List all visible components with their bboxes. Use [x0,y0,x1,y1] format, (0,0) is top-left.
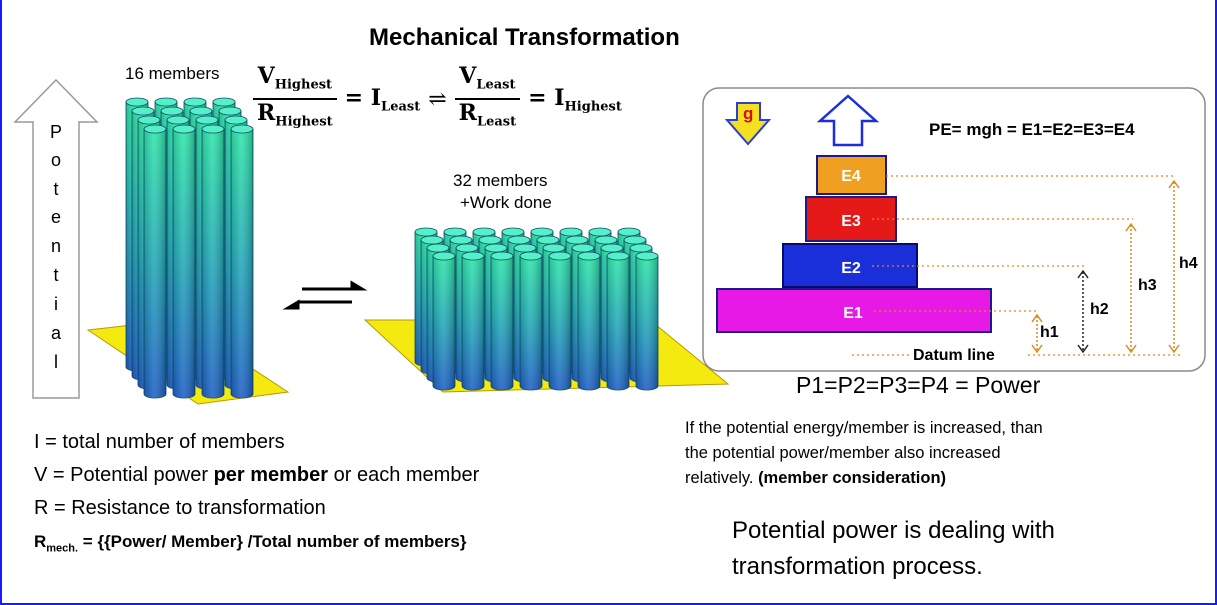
cylinder [172,124,196,399]
potential-letter: t [53,265,59,285]
eq-den2-sub: Least [476,114,517,130]
potential-letter: a [50,323,61,343]
left-cylinder-stack [125,97,254,399]
right-stack-label-line1: 32 members [453,171,548,190]
cylinder [143,124,167,399]
right-cylinder-stack [414,227,659,391]
potential-letter: o [50,150,61,170]
potential-letter: t [53,179,59,199]
equilibrium-arrows-icon [282,280,368,310]
height-leader-lines [852,175,1180,356]
potential-letter: l [54,352,58,372]
height-label-h4: h4 [1179,255,1198,272]
definition-rmech: Rmech. = {{Power/ Member} /Total number … [34,532,467,554]
height-label-h3: h3 [1138,277,1157,294]
potential-letter: e [50,207,61,227]
cylinder [577,251,601,391]
conclusion-line1: Potential power is dealing with [732,517,1055,544]
power-note-line3-plain: relatively. [685,469,759,487]
definition-v: V = Potential power per member or each m… [34,464,479,487]
cylinder [490,251,514,391]
fraction-highest: VHighest RHighest [253,63,337,136]
power-note-line3-bold: (member consideration) [758,469,947,487]
definition-v-post: or each member [328,464,480,486]
potential-letter: i [54,294,58,314]
gravity-label: g [743,104,754,123]
eq-num2-sub: Least [476,77,516,93]
level-label-e3: E3 [841,213,861,230]
eq-den1-sub: Highest [275,114,333,130]
cylinder [548,251,572,391]
power-note-line3: relatively. (member consideration) [685,469,946,488]
cylinder [230,124,254,399]
definition-rmech-sub: mech. [46,542,79,555]
datum-line-label: Datum line [913,347,995,364]
pe-formula: PE= mgh = E1=E2=E3=E4 [929,120,1135,139]
eq-den2: R [458,100,477,127]
page-title: Mechanical Transformation [369,24,680,51]
cylinder [461,251,485,391]
power-equation: P1=P2=P3=P4 = Power [796,372,1041,398]
definition-rmech-rest: = {{Power/ Member} /Total number of memb… [78,532,467,551]
eq-result2-sub: Highest [564,99,622,115]
eq-num1: V [257,63,275,89]
eq-result2: = I [528,84,565,111]
right-stack-label-line2: +Work done [460,193,552,212]
eq-equilibrium-arrow: ⇌ [428,86,447,112]
resistance-equation: VHighest RHighest = ILeast ⇌ VLeast RLea… [253,63,622,136]
potential-letter: P [49,122,62,142]
level-label-e1: E1 [843,305,863,322]
level-box-e3 [805,196,897,242]
upward-arrow-icon [816,94,880,147]
definition-r: R = Resistance to transformation [34,497,326,519]
left-stack-label: 16 members [125,64,220,83]
eq-num1-sub: Highest [274,77,333,93]
eq-den1: R [257,100,276,127]
potential-arrow-shape [13,78,99,399]
height-label-h2: h2 [1090,301,1109,318]
potential-letter: n [50,236,61,256]
eq-result1-sub: Least [381,99,421,115]
level-box-e4 [816,155,887,195]
definition-rmech-r: R [34,532,47,551]
conclusion-line2: transformation process. [732,553,983,580]
power-note-line2: the potential power/member also increase… [685,444,1001,462]
cylinder [606,251,630,391]
definition-v-bold: per member [213,464,329,486]
fraction-least: VLeast RLeast [454,63,521,136]
definition-v-pre: V = Potential power [34,464,214,486]
definition-i: I = total number of members [34,431,285,453]
cylinder [201,124,225,399]
height-label-h1: h1 [1040,324,1059,341]
cylinder [432,251,456,391]
gravity-arrow-icon [724,102,772,146]
cylinder [519,251,543,391]
eq-num2: V [459,63,477,89]
level-label-e2: E2 [841,260,861,277]
eq-result1: = I [344,84,382,111]
cylinder [635,251,659,391]
level-label-e4: E4 [841,168,861,185]
power-note-line1: If the potential energy/member is increa… [685,419,1043,437]
